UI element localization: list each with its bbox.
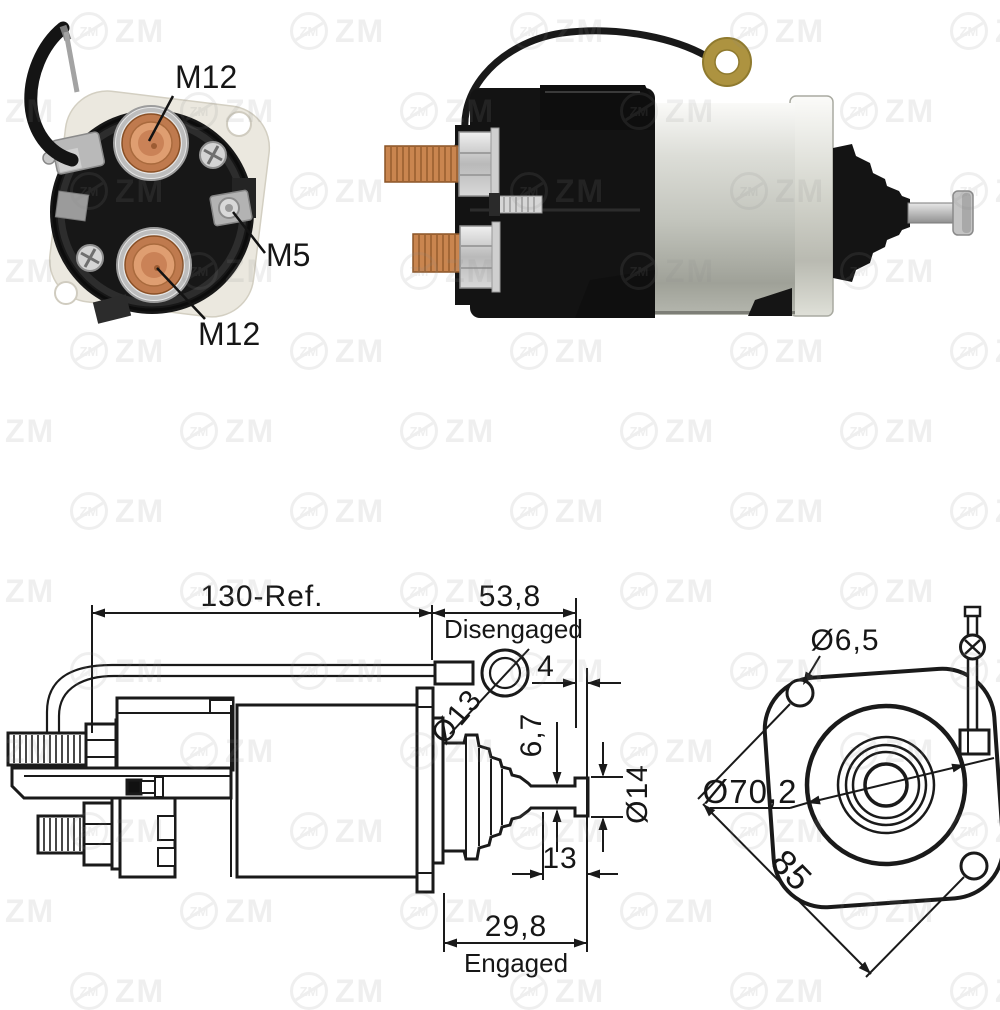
zm-wordmark: ZM bbox=[995, 493, 1000, 530]
label-m12-bottom: M12 bbox=[198, 316, 260, 352]
phillips-screw-bottom bbox=[76, 244, 104, 272]
solenoid-terminal-screw bbox=[489, 193, 543, 216]
zm-wordmark: ZM bbox=[335, 492, 386, 529]
m5-terminal bbox=[209, 189, 253, 227]
small-bolt bbox=[125, 776, 164, 798]
plunger-pin bbox=[907, 190, 974, 236]
plate-hole-top bbox=[226, 111, 252, 137]
drawn-cylinder bbox=[235, 703, 419, 879]
upper-nut bbox=[84, 722, 120, 775]
zm-wordmark: ZM bbox=[775, 492, 826, 529]
lower-nut bbox=[82, 801, 116, 867]
zm-badge-icon: ZM bbox=[620, 412, 658, 450]
dim-pin-diameter: Ø14 bbox=[621, 764, 654, 824]
wire-tip bbox=[63, 31, 80, 93]
battery-stud-bottom bbox=[412, 221, 501, 293]
zm-wordmark: ZM bbox=[555, 492, 606, 529]
rubber-boot bbox=[833, 144, 910, 282]
pilot-circles bbox=[804, 703, 968, 867]
pigtail-wire bbox=[24, 21, 80, 167]
drawn-flange bbox=[415, 686, 435, 894]
solenoid-cylinder bbox=[645, 103, 795, 316]
drawn-crimp bbox=[433, 660, 475, 686]
mounting-flange bbox=[789, 95, 834, 317]
bracket-plate bbox=[10, 766, 233, 800]
hex-nut-top bbox=[458, 131, 494, 197]
zm-badge-icon: ZM bbox=[290, 492, 328, 530]
zm-badge-icon: ZM bbox=[840, 412, 878, 450]
zm-badge-icon: ZM bbox=[180, 412, 218, 450]
zm-badge-icon: ZM bbox=[730, 492, 768, 530]
zm-wordmark: ZM bbox=[225, 412, 276, 449]
flange-dimension-lines bbox=[697, 655, 995, 978]
phillips-screw-top bbox=[199, 141, 227, 169]
zm-wordmark: ZM bbox=[665, 412, 716, 449]
battery-stud-top bbox=[384, 127, 500, 201]
zm-badge-icon: ZM bbox=[950, 492, 988, 530]
mount-hole-upper bbox=[785, 678, 815, 708]
flange-face-drawing: Ø6,5 Ø70,2 85 bbox=[697, 605, 1000, 978]
zm-wordmark: ZM bbox=[445, 412, 496, 449]
m12-terminal-top bbox=[113, 105, 189, 181]
zm-badge-icon: ZM bbox=[510, 492, 548, 530]
zm-wordmark: ZM bbox=[5, 412, 56, 449]
solenoid-end-view-photo: M12 M5 M12 bbox=[24, 21, 310, 352]
label-m5: M5 bbox=[266, 237, 310, 273]
callout-leaders bbox=[147, 95, 266, 320]
flange-dimension-arrows bbox=[703, 671, 965, 974]
dim-shaft-diameter: 6,7 bbox=[515, 713, 548, 758]
plate-hole-bottom bbox=[54, 281, 78, 305]
label-engaged: Engaged bbox=[464, 948, 568, 978]
zm-wordmark: ZM bbox=[115, 492, 166, 529]
dim-pin-length: 13 bbox=[542, 842, 577, 875]
zm-wordmark: ZM bbox=[885, 412, 936, 449]
dim-pin-gap: 4 bbox=[537, 650, 555, 683]
dimension-lines bbox=[91, 598, 623, 952]
label-m12-top: M12 bbox=[175, 59, 237, 95]
solenoid-side-photo bbox=[384, 27, 974, 318]
side-dimension-drawing: 130-Ref. 53,8 Disengaged 4 Ø13 6,7 Ø14 1… bbox=[6, 580, 654, 978]
dim-overall-length: 130-Ref. bbox=[200, 580, 323, 613]
ring-terminal bbox=[702, 37, 752, 87]
zm-badge-icon: ZM bbox=[70, 492, 108, 530]
label-disengaged: Disengaged bbox=[444, 614, 583, 644]
dim-front-length: 53,8 bbox=[479, 580, 541, 613]
dim-engaged-length: 29,8 bbox=[485, 910, 547, 943]
dim-pilot-diameter: Ø70,2 bbox=[703, 773, 798, 810]
side-terminal-bracket bbox=[958, 605, 991, 756]
mount-hole-lower bbox=[959, 851, 989, 881]
dimension-arrows bbox=[92, 608, 608, 948]
part-outline bbox=[6, 648, 590, 894]
hex-nut-bottom bbox=[459, 225, 495, 289]
zm-badge-icon: ZM bbox=[400, 412, 438, 450]
dim-mount-hole-diameter: Ø6,5 bbox=[810, 624, 879, 657]
